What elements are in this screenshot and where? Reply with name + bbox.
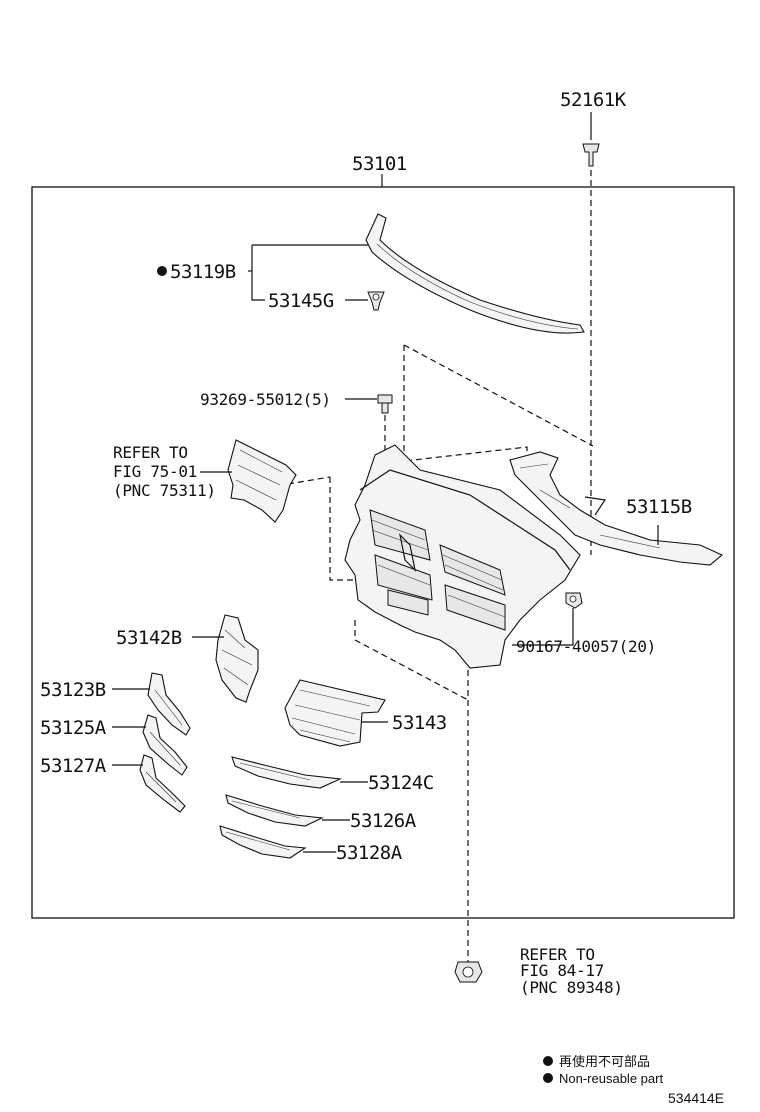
reference-panel-75311 (227, 439, 297, 523)
label-53143: 53143 (392, 712, 447, 734)
clip-90167 (565, 592, 583, 609)
bolt-93269 (377, 394, 393, 414)
moulding-53126a (225, 794, 324, 827)
grille-support-53115b (509, 451, 724, 566)
legend-bullet-icon-2 (543, 1073, 553, 1083)
clip-53145g (367, 291, 385, 311)
label-refer2-line2: FIG 84-17 (520, 961, 604, 980)
label-refer1-line1: REFER TO (113, 443, 188, 462)
label-53101: 53101 (352, 153, 407, 175)
radiator-grille-assembly (344, 444, 581, 669)
ornament-53127a (139, 754, 186, 813)
label-53127a: 53127A (40, 755, 107, 777)
label-93269: 93269-55012(5) (200, 390, 331, 409)
label-53145g: 53145G (268, 290, 334, 312)
ornament-53123b (147, 672, 191, 736)
label-53126a: 53126A (350, 810, 417, 832)
assembly-frame (31, 186, 735, 919)
label-refer2-line1: REFER TO (520, 945, 595, 964)
label-53124c: 53124C (368, 772, 434, 794)
legend-japanese: 再使用不可部品 (559, 1054, 650, 1069)
label-53142b: 53142B (116, 627, 182, 649)
figure-code: 534414E (668, 1090, 724, 1106)
label-90167: 90167-40057(20) (516, 637, 656, 656)
upper-moulding (365, 213, 585, 334)
legend-english: Non-reusable part (559, 1071, 663, 1086)
bracket-53142b (215, 614, 259, 703)
ornament-53125a (142, 714, 188, 776)
label-53128a: 53128A (336, 842, 403, 864)
shutter-53143 (284, 679, 386, 747)
non-reusable-bullet-icon (157, 266, 167, 276)
label-53123b: 53123B (40, 679, 106, 701)
label-53119b: 53119B (170, 261, 236, 283)
label-53125a: 53125A (40, 717, 107, 739)
screw-52161k (582, 143, 600, 167)
label-53115b: 53115B (626, 496, 692, 518)
moulding-53128a (219, 825, 307, 859)
label-refer1-line3: (PNC 75311) (113, 481, 216, 500)
label-refer2-line3: (PNC 89348) (520, 978, 623, 997)
legend-bullet-icon (543, 1056, 553, 1066)
sensor-89348 (454, 961, 483, 983)
moulding-53124c (231, 756, 343, 789)
label-refer1-line2: FIG 75-01 (113, 462, 197, 481)
label-52161k: 52161K (560, 89, 627, 111)
